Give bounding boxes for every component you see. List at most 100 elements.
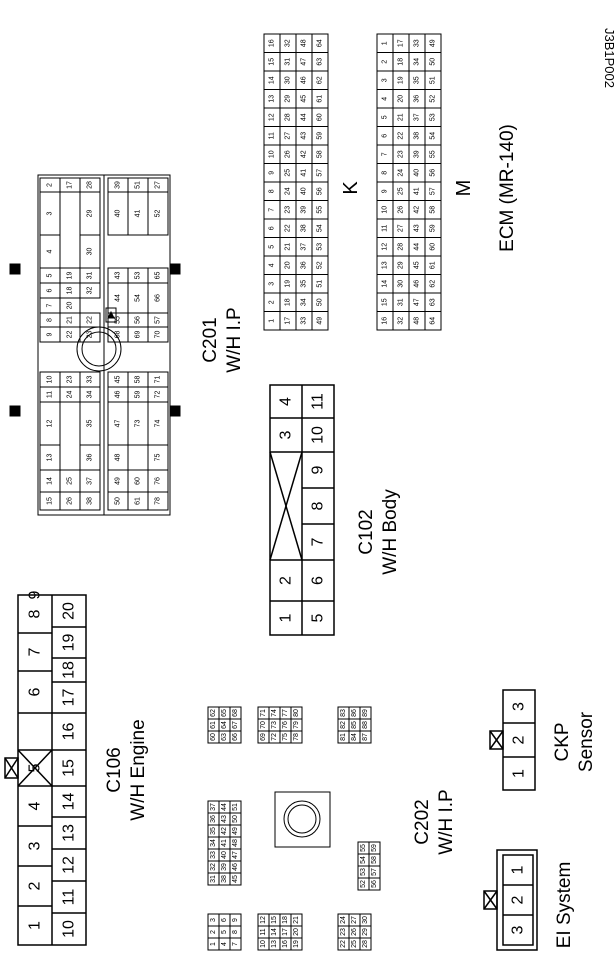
ecm-m-pin-39: 39 <box>414 150 421 158</box>
c202-guide-boss <box>283 800 321 838</box>
ecm-m-pin-12: 12 <box>382 243 389 251</box>
ecm-m-pin-38: 38 <box>414 132 421 140</box>
c202-pin-4: 4 <box>221 942 228 946</box>
ecm-m-pin-34: 34 <box>414 58 421 66</box>
ecm-k-pin-14: 14 <box>269 76 276 84</box>
c202-pin-15: 15 <box>271 916 278 924</box>
c201-pin-25: 25 <box>67 477 74 485</box>
ecm-k-pin-4: 4 <box>269 263 276 267</box>
c201-pin-74: 74 <box>155 420 162 428</box>
c201-pin-60: 60 <box>135 477 142 485</box>
ecm-m-pin-42: 42 <box>414 206 421 214</box>
c201-pin-50: 50 <box>115 497 122 505</box>
c202-pin-50: 50 <box>232 815 239 823</box>
c202-pin-26: 26 <box>351 928 358 936</box>
ecm-k-pin-41: 41 <box>301 169 308 177</box>
c201-pin-5: 5 <box>47 273 54 277</box>
c202-pin-69: 69 <box>260 733 267 741</box>
c202-pin-73: 73 <box>271 721 278 729</box>
c102-code: C102 <box>356 509 377 554</box>
c106-pin-17: 17 <box>61 689 78 707</box>
c202-pin-cell <box>229 706 242 720</box>
ecm-k-pin-36: 36 <box>301 261 308 269</box>
ecm-k-pin-cell <box>311 33 329 53</box>
ecm-k-pin-56: 56 <box>317 187 324 195</box>
ecm-m-pin-3: 3 <box>382 78 389 82</box>
ecm-m-pin-35: 35 <box>414 76 421 84</box>
c201-mount-tab <box>9 263 21 275</box>
ecm-name-group: ECM (MR-140) <box>497 124 518 252</box>
c201-pin-23: 23 <box>67 376 74 384</box>
ckp-lock-tab-x <box>489 730 504 750</box>
ecm-m-pin-21: 21 <box>398 113 405 121</box>
c106-harness: W/H Engine <box>128 719 149 820</box>
c201-pin-10: 10 <box>47 376 54 384</box>
ecm-k-pin-1: 1 <box>269 319 276 323</box>
ecm-m-pin-62: 62 <box>430 280 437 288</box>
ecm-k-pin-29: 29 <box>285 95 292 103</box>
c202-pin-57: 57 <box>371 868 378 876</box>
c201-pin-43: 43 <box>115 272 122 280</box>
c202-pin-78: 78 <box>293 733 300 741</box>
c201-pin-cell <box>79 326 101 343</box>
c201-pin-36: 36 <box>87 454 94 462</box>
ecm-k-pin-63: 63 <box>317 58 324 66</box>
c202-pin-67: 67 <box>232 721 239 729</box>
c202-pin-20: 20 <box>293 928 300 936</box>
c201-pin-78: 78 <box>155 497 162 505</box>
c201-pin-73: 73 <box>135 420 142 428</box>
ecm-k-pin-7: 7 <box>269 208 276 212</box>
c102-label-group: C102 W/H Body <box>356 489 401 575</box>
c202-pin-19: 19 <box>293 940 300 948</box>
c202-pin-33: 33 <box>210 851 217 859</box>
ecm-k-pin-17: 17 <box>285 317 292 325</box>
c202-pin-47: 47 <box>232 851 239 859</box>
ecm-k-pin-10: 10 <box>269 150 276 158</box>
c202-pin-86: 86 <box>351 709 358 717</box>
c202-pin-24: 24 <box>340 916 347 924</box>
c202-pin-42: 42 <box>221 827 228 835</box>
c202-pin-89: 89 <box>362 709 369 717</box>
c202-code: C202 <box>412 799 433 844</box>
c202-pin-2: 2 <box>210 930 217 934</box>
ecm-m-pin-58: 58 <box>430 206 437 214</box>
ecm-m-pin-31: 31 <box>398 298 405 306</box>
c202-pin-cell <box>368 841 381 855</box>
c202-pin-63: 63 <box>221 733 228 741</box>
c201-pin-4: 4 <box>47 249 54 253</box>
c202-pin-56: 56 <box>371 880 378 888</box>
c106-pin-4: 4 <box>27 801 44 810</box>
c202-pin-cell <box>359 706 372 720</box>
c201-pin-31: 31 <box>87 272 94 280</box>
ecm-k-pin-55: 55 <box>317 206 324 214</box>
c201-pin-6: 6 <box>47 288 54 292</box>
ckp-pin-1: 1 <box>511 769 528 778</box>
ei-lock-tab <box>483 890 498 910</box>
ei-pin-3: 3 <box>510 925 527 934</box>
c202-pin-25: 25 <box>351 940 358 948</box>
ecm-m-pin-43: 43 <box>414 224 421 232</box>
c102-blank-x <box>269 451 303 561</box>
c201-pin-58: 58 <box>135 376 142 384</box>
c202-pin-60: 60 <box>210 733 217 741</box>
c201-pin-9: 9 <box>47 332 54 336</box>
c202-pin-39: 39 <box>221 863 228 871</box>
c202-pin-55: 55 <box>360 844 367 852</box>
c201-pin-47: 47 <box>115 420 122 428</box>
ecm-k-pin-15: 15 <box>269 58 276 66</box>
ecm-m-pin-51: 51 <box>430 76 437 84</box>
c202-pin-12: 12 <box>260 916 267 924</box>
c201-pin-51: 51 <box>135 181 142 189</box>
c201-pin-48: 48 <box>115 454 122 462</box>
ecm-m-pin-29: 29 <box>398 261 405 269</box>
ecm-m-pin-15: 15 <box>382 298 389 306</box>
ecm-k-pin-48: 48 <box>301 39 308 47</box>
c201-pin-45: 45 <box>115 376 122 384</box>
ecm-m-pin-40: 40 <box>414 169 421 177</box>
c201-pin-39: 39 <box>115 181 122 189</box>
c106-code: C106 <box>104 747 125 792</box>
c106-blank-x <box>17 749 53 787</box>
ecm-m-pin-26: 26 <box>398 206 405 214</box>
